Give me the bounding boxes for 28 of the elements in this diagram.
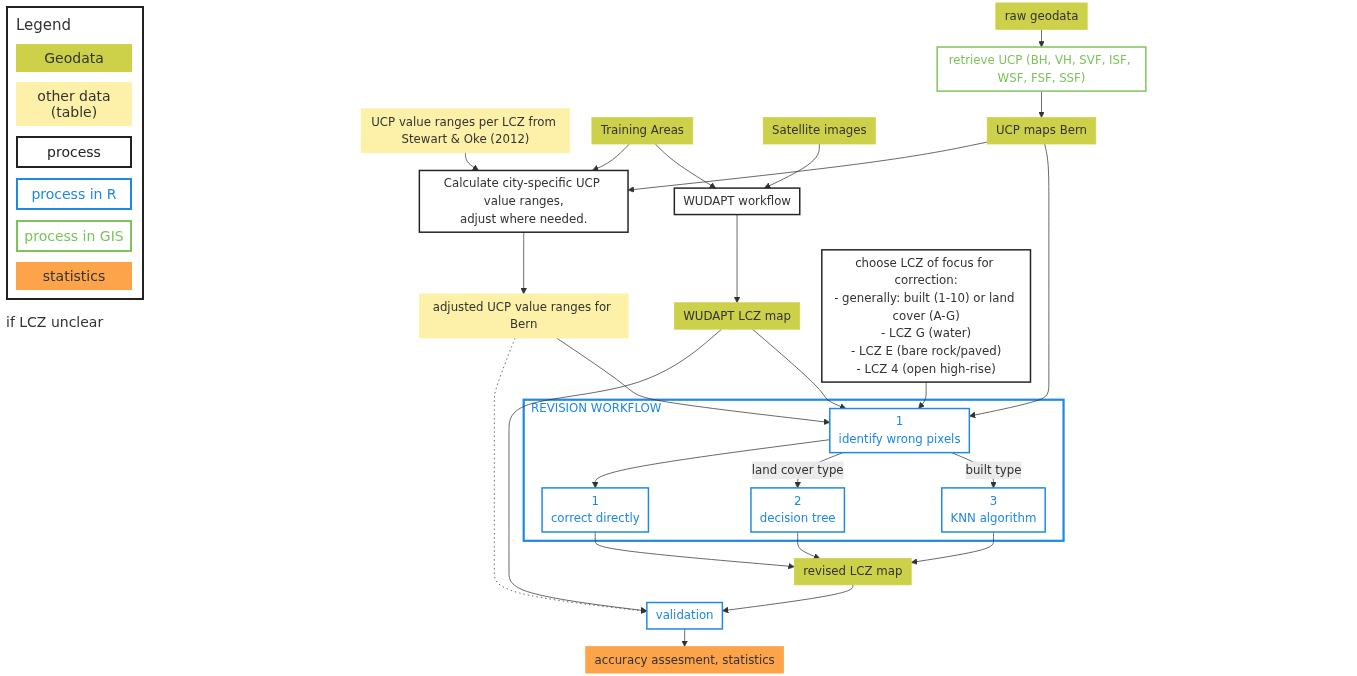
- legend-swatch: statistics: [16, 262, 132, 290]
- node-box: accuracy assesment, statistics: [585, 646, 784, 674]
- node-box: Training Areas: [591, 117, 694, 145]
- node-box: 1 correct directly: [541, 487, 650, 533]
- node-box: revised LCZ map: [793, 558, 912, 586]
- node-box: retrieve UCP (BH, VH, SVF, ISF, WSF, FSF, SSF): [936, 46, 1147, 92]
- legend-swatch: Geodata: [16, 44, 132, 72]
- node-box: Satellite images: [762, 117, 876, 145]
- node-box: WUDAPT LCZ map: [673, 302, 801, 330]
- node-box: adjusted UCP value ranges for Bern: [419, 293, 629, 339]
- node-box: raw geodata: [995, 2, 1088, 30]
- node-box: 3 KNN algorithm: [941, 487, 1046, 533]
- node-box: 2 decision tree: [750, 487, 846, 533]
- legend-swatch: process in R: [16, 178, 132, 210]
- legend-swatch: other data (table): [16, 82, 132, 126]
- node-box: validation: [646, 601, 724, 630]
- node-box: Calculate city-specific UCP value ranges, adjust where needed.: [418, 169, 629, 233]
- node-box: 1 identify wrong pixels: [829, 407, 971, 454]
- legend-swatch: process in GIS: [16, 220, 132, 252]
- legend-title: Legend: [16, 16, 73, 34]
- edge-label: land cover type: [751, 462, 844, 477]
- node-box: UCP value ranges per LCZ from Stewart & Oke (2012): [360, 108, 571, 154]
- branch-label: if LCZ unclear: [6, 314, 105, 330]
- legend-swatch: process: [16, 136, 132, 168]
- node-box: UCP maps Bern: [986, 117, 1097, 145]
- edge-label: built type: [965, 462, 1022, 477]
- node-box: choose LCZ of focus for correction: - generally: built (1-10) or land cover (A-G) - LCZ G (water) - LCZ E (bare rock/paved) - LCZ 4 (open high-rise): [821, 249, 1032, 383]
- node-box: WUDAPT workflow: [673, 187, 801, 216]
